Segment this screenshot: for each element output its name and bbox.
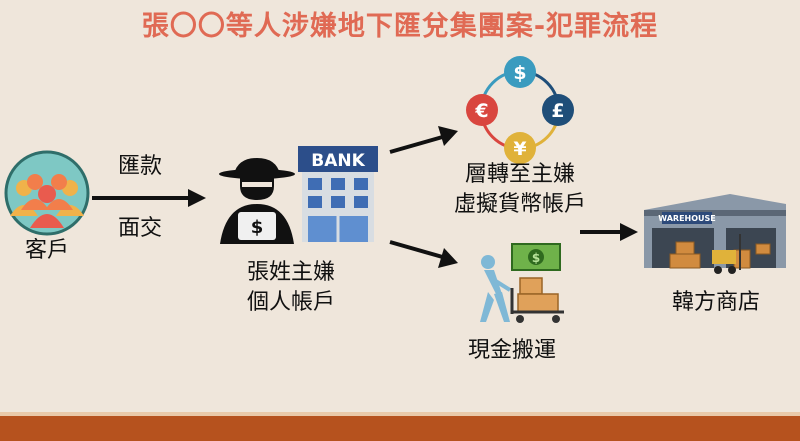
warehouse-sign: WAREHOUSE [658, 214, 716, 223]
euro-symbol: € [474, 100, 488, 122]
pound-symbol: £ [551, 100, 564, 122]
crypto-label-line1: 層轉至主嫌 [464, 162, 575, 187]
yen-symbol: ¥ [513, 138, 526, 160]
shop-label: 韓方商店 [671, 290, 760, 315]
remit-label: 匯款 [117, 154, 162, 179]
client-group-icon [4, 150, 90, 236]
page-title: 張〇〇等人涉嫌地下匯兌集團案-犯罪流程 [141, 11, 659, 42]
euro-coin-icon [466, 94, 498, 126]
bank-sign: BANK [311, 151, 365, 171]
footer-divider [0, 412, 800, 416]
suspect-label-line1: 張姓主嫌 [246, 260, 335, 285]
cash-label: 現金搬運 [467, 338, 556, 363]
cash-dollar-sign: $ [532, 251, 540, 265]
face-label: 面交 [117, 216, 162, 241]
crypto-label-line2: 虛擬貨幣帳戶 [453, 192, 586, 217]
suspect-label-line2: 個人帳戶 [246, 290, 335, 315]
to-shop-arrow [580, 223, 638, 241]
currency-exchange-icon: $ £ ¥ € [466, 56, 574, 164]
warehouse-icon: WAREHOUSE [644, 194, 786, 274]
cash-transport-icon: $ [480, 243, 564, 323]
pound-coin-icon [542, 94, 574, 126]
suspect-to-cash-arrow [389, 240, 458, 268]
suspect-to-crypto-arrow [389, 126, 458, 154]
footer-bar [0, 416, 800, 441]
client-label: 客戶 [24, 238, 69, 263]
hacker-icon: $ [219, 158, 295, 244]
yen-coin-icon [504, 132, 536, 164]
dollar-coin-icon [504, 56, 536, 88]
client-to-suspect-arrow [92, 189, 206, 207]
hacker-dollar-sign: $ [251, 217, 264, 238]
dollar-symbol: $ [513, 62, 526, 84]
bank-icon: BANK [298, 146, 378, 242]
